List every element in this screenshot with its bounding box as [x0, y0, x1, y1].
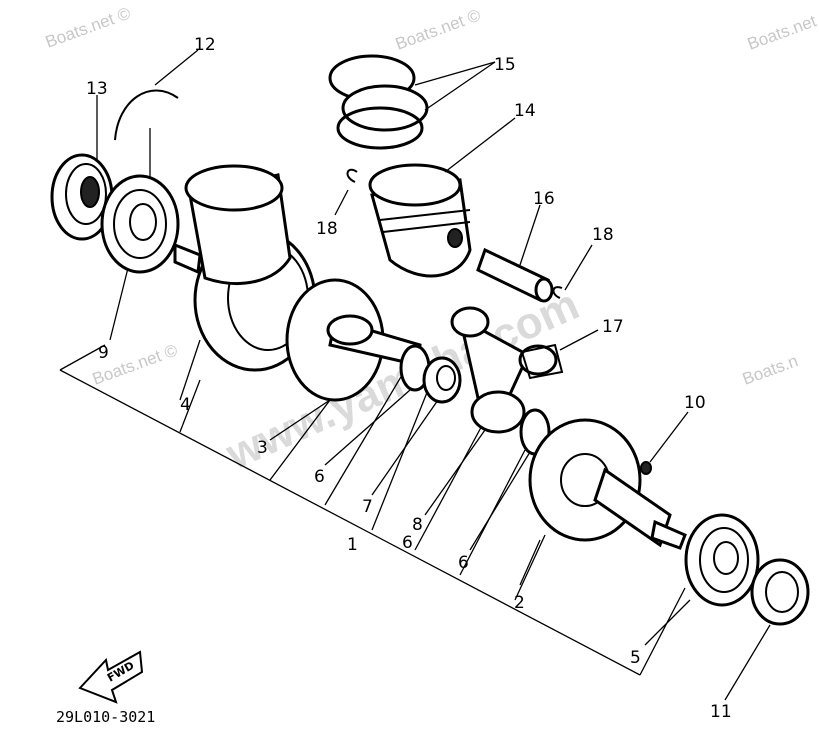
leader-9: [109, 267, 129, 341]
leader-10: [649, 411, 689, 463]
leader-18a: [334, 189, 349, 216]
callout-18b: 18: [592, 225, 614, 245]
leader-2: [519, 539, 541, 586]
piston-left: [184, 164, 292, 285]
piston-right: [368, 163, 472, 278]
callout-4: 4: [180, 395, 191, 415]
leader-4: [179, 339, 201, 401]
callout-5: 5: [630, 648, 641, 668]
piston-rings: [328, 54, 429, 150]
woodruff-key: [640, 461, 652, 475]
connecting-rod: [450, 306, 530, 434]
bearing-right: [684, 513, 760, 607]
callout-6c: 6: [402, 533, 413, 553]
callout-7: 7: [362, 497, 373, 517]
callout-6b: 6: [458, 553, 469, 573]
circlip-18-right: [552, 286, 563, 299]
leader-8: [424, 429, 486, 516]
leader-14: [444, 117, 516, 173]
callout-10: 10: [684, 393, 706, 413]
piston-pin: [476, 247, 554, 303]
leader-18b: [564, 244, 593, 291]
callout-16: 16: [533, 189, 555, 209]
circlip-18-left: [346, 168, 358, 183]
watermark-boats-3: Boats.net ©: [745, 5, 819, 53]
watermark-boats-1: Boats.net ©: [43, 3, 134, 51]
callout-6a: 6: [314, 467, 325, 487]
watermark-boats-2: Boats.net ©: [393, 5, 484, 53]
leader-11: [724, 624, 771, 701]
crank-web-center: [285, 278, 422, 402]
leader-3: [269, 399, 331, 441]
callout-9: 9: [98, 343, 109, 363]
circlip-12: [114, 89, 179, 141]
callout-11: 11: [710, 702, 732, 722]
callout-13: 13: [86, 79, 108, 99]
leader-6a: [324, 389, 411, 466]
callout-1: 1: [347, 535, 358, 555]
crankshaft-right-half: [528, 418, 687, 550]
callout-18a: 18: [316, 219, 338, 239]
leader-12: [154, 49, 199, 86]
needle-bearing-small-end: [518, 343, 564, 380]
leader-7: [371, 399, 439, 496]
leader-5: [644, 599, 691, 646]
needle-bearing-big-end: [422, 356, 462, 404]
fwd-direction-arrow: FWD: [78, 650, 144, 704]
callout-14: 14: [514, 101, 536, 121]
leader-15a: [414, 61, 496, 86]
leader-6b: [469, 451, 531, 551]
assembly-bracket-line: [59, 344, 686, 676]
callout-15: 15: [494, 55, 516, 75]
bearing-left: [100, 174, 180, 274]
watermark-boats-5: Boats.n: [740, 351, 801, 389]
callout-2: 2: [514, 593, 525, 613]
diagram-code: 29L010-3021: [56, 708, 155, 726]
leader-15b: [424, 61, 496, 111]
callout-3: 3: [257, 438, 268, 458]
leader-17: [559, 329, 599, 351]
callout-17: 17: [602, 317, 624, 337]
oil-seal-right: [750, 558, 810, 626]
callout-12: 12: [194, 35, 216, 55]
callout-8: 8: [412, 515, 423, 535]
leader-16: [519, 204, 541, 266]
